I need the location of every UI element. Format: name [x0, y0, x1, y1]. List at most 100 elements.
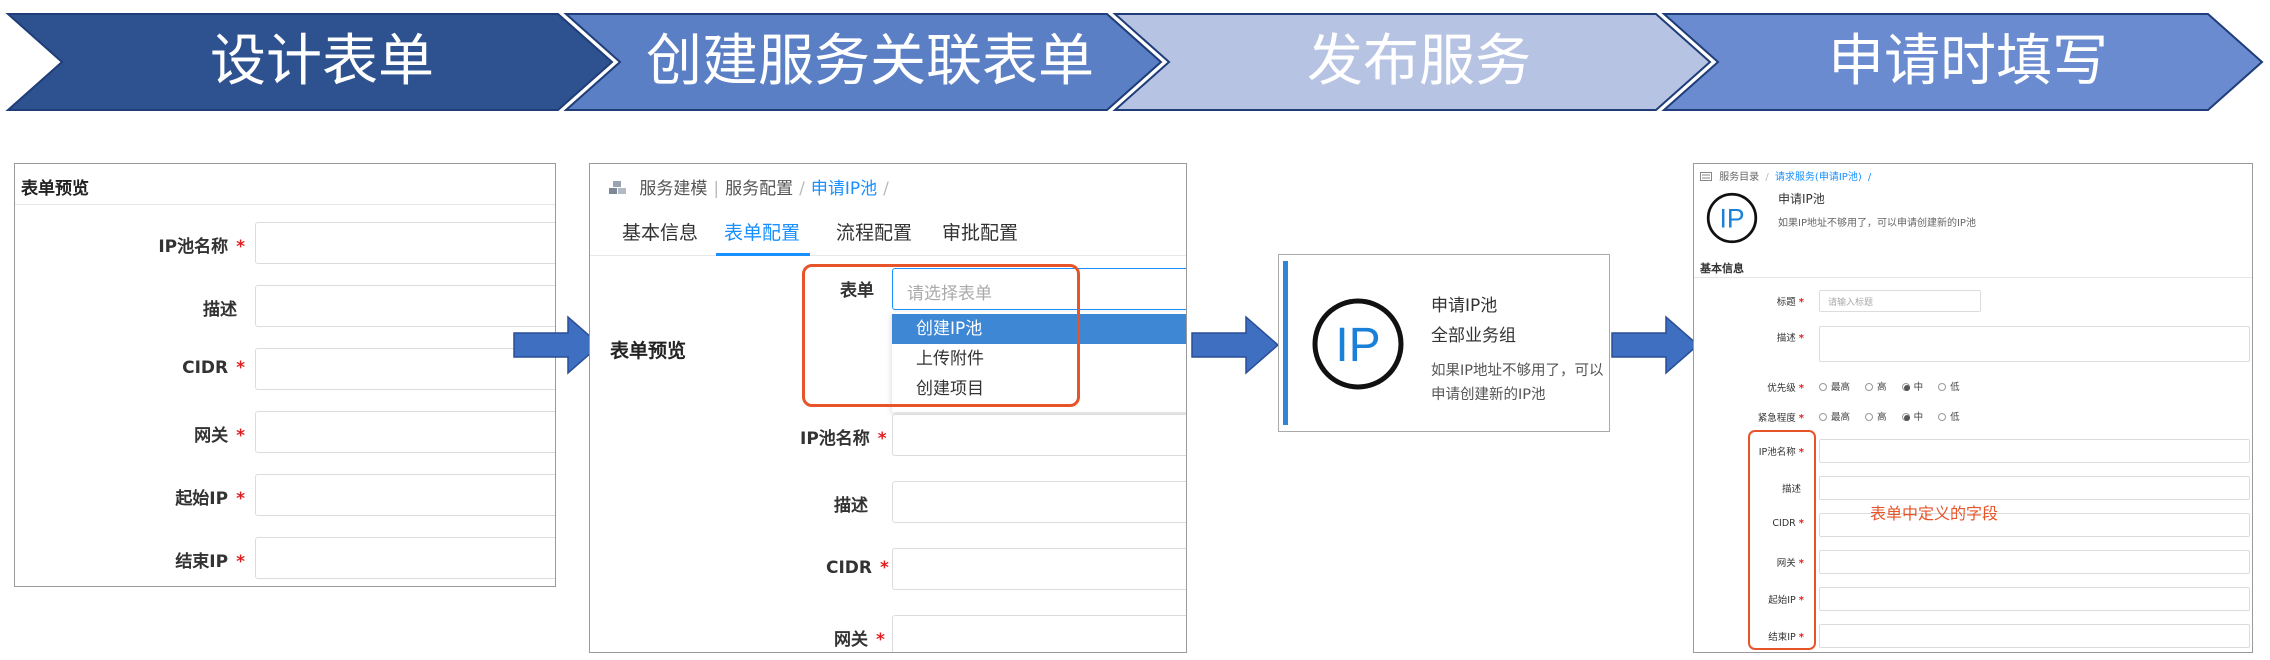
- breadcrumb-current: 申请IP池: [810, 179, 878, 199]
- process-banner: [5, 13, 2264, 111]
- gateway-input[interactable]: [255, 411, 555, 453]
- radio-option[interactable]: 中: [1901, 379, 1923, 393]
- tab-bar: 基本信息 表单配置 流程配置 审批配置: [590, 208, 1186, 256]
- gateway-input[interactable]: [1819, 550, 2250, 574]
- form-dropdown: 创建IP池 上传附件 创建项目: [892, 312, 1186, 412]
- highlight-box: [1748, 430, 1816, 650]
- title-input[interactable]: 请输入标题: [1819, 290, 1981, 312]
- form-select[interactable]: 请选择表单: [892, 268, 1186, 310]
- service-title: 申请IP池: [1778, 192, 1825, 206]
- field-row: 结束IP*: [15, 537, 555, 581]
- divider: [15, 204, 555, 205]
- request-form-panel: 服务目录 / 请求服务(申请IP池) / IP 申请IP池 如果IP地址不够用了…: [1693, 163, 2253, 653]
- description-input[interactable]: [1819, 476, 2250, 500]
- step-2-label: 创建服务关联表单: [646, 29, 1094, 94]
- radio-option[interactable]: 高: [1865, 379, 1887, 393]
- field-label: CIDR*: [1772, 518, 1804, 529]
- step-4-chevron: [1661, 13, 2264, 111]
- field-row: IP池名称*: [590, 414, 1186, 458]
- ip-logo-icon: IP: [1312, 298, 1404, 390]
- field-row: 网关*: [15, 411, 555, 455]
- breadcrumb-item[interactable]: 服务建模: [639, 179, 708, 199]
- end-ip-input[interactable]: [255, 537, 555, 579]
- section-title: 基本信息: [1700, 262, 1744, 275]
- field-label: 网关*: [834, 630, 885, 650]
- required-mark: *: [236, 489, 245, 509]
- field-label: IP池名称*: [158, 237, 245, 257]
- field-label: 结束IP*: [175, 552, 245, 572]
- field-label: CIDR*: [182, 358, 245, 378]
- field-label: 描述*: [1776, 333, 1804, 344]
- radio-option[interactable]: 最高: [1819, 409, 1850, 423]
- radio-option[interactable]: 高: [1865, 409, 1887, 423]
- field-row: IP池名称*: [15, 222, 555, 266]
- cidr-input[interactable]: [255, 348, 555, 390]
- field-label: 描述: [834, 496, 868, 516]
- description-textarea[interactable]: [1819, 326, 2250, 362]
- required-mark: *: [880, 558, 889, 578]
- start-ip-input[interactable]: [1819, 587, 2250, 611]
- form-preview-panel: 表单预览 IP池名称* 描述 CIDR* 网关* 起始IP* 结束IP*: [14, 163, 556, 587]
- field-label: IP池名称*: [1758, 447, 1804, 458]
- required-mark: *: [877, 429, 887, 449]
- dropdown-option[interactable]: 创建IP池: [892, 314, 1186, 344]
- radio-option[interactable]: 低: [1938, 409, 1960, 423]
- tab-flow-config[interactable]: 流程配置: [836, 222, 913, 244]
- field-label: 网关*: [194, 426, 245, 446]
- step-1-label: 设计表单: [210, 29, 434, 94]
- service-group: 全部业务组: [1431, 326, 1516, 346]
- service-description: 如果IP地址不够用了，可以申请创建新的IP池: [1431, 363, 1604, 403]
- cidr-input[interactable]: [892, 548, 1186, 590]
- field-label: CIDR*: [826, 558, 889, 578]
- description-input[interactable]: [892, 481, 1186, 523]
- field-label: IP池名称*: [800, 429, 887, 449]
- ip-pool-name-input[interactable]: [1819, 439, 2250, 463]
- select-placeholder: 请选择表单: [907, 284, 992, 304]
- cidr-input[interactable]: [1819, 513, 2250, 537]
- flow-arrow-icon: [1191, 315, 1280, 375]
- radio-option[interactable]: 中: [1901, 409, 1923, 423]
- ip-logo-text: IP: [1335, 319, 1380, 372]
- description-input[interactable]: [255, 285, 555, 327]
- dropdown-option[interactable]: 上传附件: [916, 349, 984, 369]
- ip-pool-name-input[interactable]: [892, 414, 1186, 456]
- field-row: CIDR*: [15, 348, 555, 392]
- flow-arrow-icon: [513, 315, 602, 375]
- active-tab-indicator: [716, 253, 810, 256]
- field-label: 描述: [1781, 484, 1801, 495]
- field-label: 网关*: [1776, 558, 1804, 569]
- breadcrumb-current: 请求服务(申请IP池): [1774, 172, 1862, 183]
- step-1-chevron: [5, 13, 614, 111]
- field-label: 起始IP*: [175, 489, 245, 509]
- required-mark: *: [876, 630, 885, 650]
- ip-logo-text: IP: [1719, 203, 1744, 233]
- start-ip-input[interactable]: [255, 474, 555, 516]
- annotation: 表单中定义的字段: [1870, 504, 1999, 523]
- end-ip-input[interactable]: [1819, 624, 2250, 648]
- breadcrumb-item[interactable]: 服务配置: [725, 179, 794, 199]
- tab-form-config[interactable]: 表单配置: [724, 222, 801, 244]
- tab-basic-info[interactable]: 基本信息: [622, 222, 699, 244]
- field-label: 结束IP*: [1768, 632, 1804, 643]
- radio-option[interactable]: 最高: [1819, 379, 1850, 393]
- gateway-input[interactable]: [892, 615, 1186, 652]
- required-mark: *: [236, 237, 245, 257]
- step-3-label: 发布服务: [1307, 29, 1531, 94]
- field-row: 描述: [15, 285, 555, 329]
- ip-pool-name-input[interactable]: [255, 222, 555, 264]
- step-2-chevron: [563, 13, 1163, 111]
- dropdown-option[interactable]: 创建项目: [916, 379, 984, 399]
- breadcrumb: 服务目录 / 请求服务(申请IP池) /: [1700, 168, 1871, 183]
- preview-title: 表单预览: [610, 340, 687, 362]
- breadcrumb: 服务建模|服务配置/申请IP池/: [608, 174, 895, 199]
- service-config-panel: 服务建模|服务配置/申请IP池/ 基本信息 表单配置 流程配置 审批配置 表单预…: [589, 163, 1187, 653]
- service-card[interactable]: IP 申请IP池 全部业务组 如果IP地址不够用了，可以申请创建新的IP池: [1278, 254, 1610, 432]
- breadcrumb-item[interactable]: 服务目录: [1719, 172, 1760, 183]
- step-4-label: 申请时填写: [1828, 29, 2108, 94]
- required-mark: *: [236, 358, 245, 378]
- tab-approval-config[interactable]: 审批配置: [942, 222, 1019, 244]
- panel-title: 表单预览: [21, 179, 89, 199]
- required-mark: *: [236, 426, 245, 446]
- service-title: 申请IP池: [1431, 296, 1498, 316]
- radio-option[interactable]: 低: [1938, 379, 1960, 393]
